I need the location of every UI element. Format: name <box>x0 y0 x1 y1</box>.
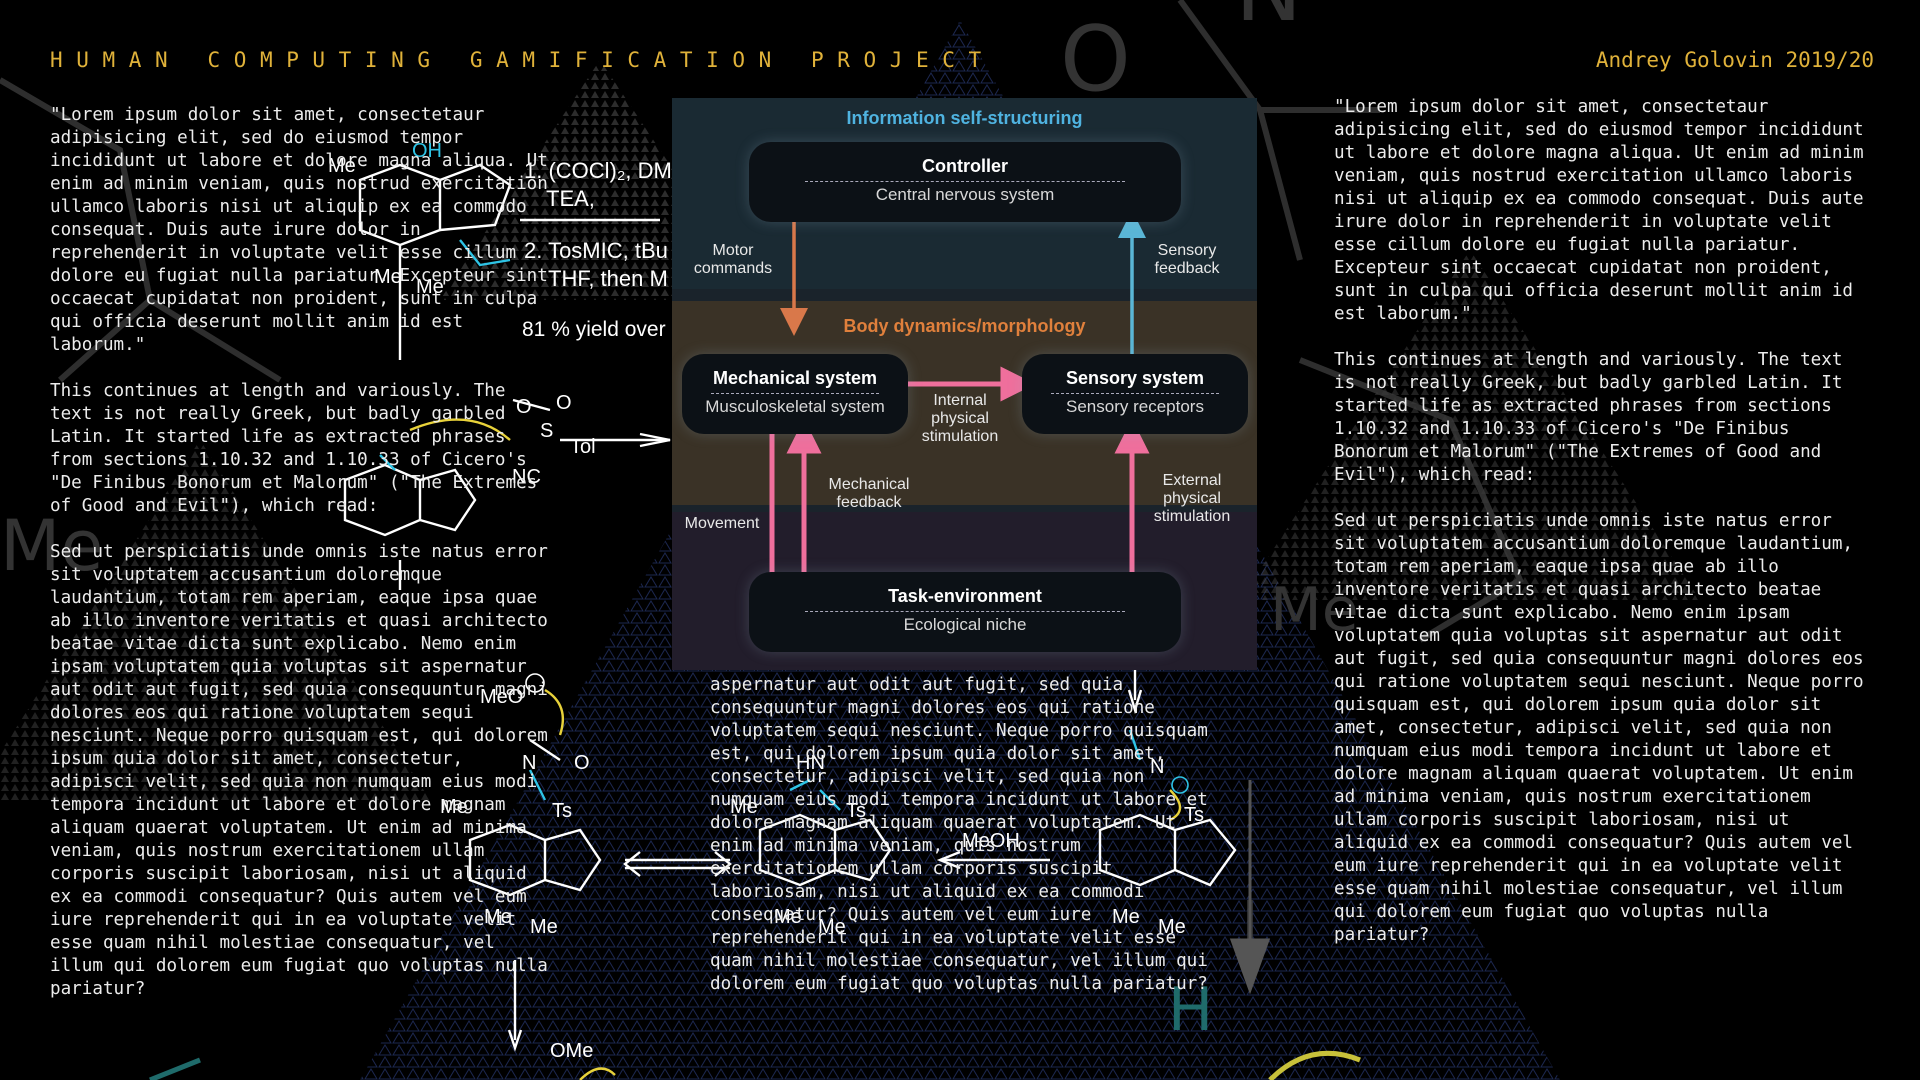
bg-letter-o: O <box>1060 7 1131 112</box>
svg-text:Me: Me <box>0 505 103 587</box>
text-column-left: "Lorem ipsum dolor sit amet, consectetau… <box>50 105 548 999</box>
task-environment-box: Task-environment Ecological niche <box>749 572 1181 652</box>
sensory-subtitle: Sensory receptors <box>1066 397 1204 416</box>
chem-ts-2: Ts <box>846 800 866 822</box>
sensory-title: Sensory system <box>1065 368 1205 388</box>
chem-s: S <box>540 420 554 442</box>
sierpinski-right <box>1240 250 1700 600</box>
movement-label: Movement <box>684 515 760 532</box>
chem-nc: NC <box>512 466 541 488</box>
chem-me-8: Me <box>774 906 802 928</box>
motor-commands-label: Motor commands <box>693 242 773 277</box>
controller-title: Controller <box>921 156 1008 176</box>
mechanical-subtitle: Musculoskeletal system <box>705 397 885 416</box>
mechanical-title: Mechanical system <box>712 368 878 388</box>
chem-me-7: Me <box>730 796 758 818</box>
reagent-step-1b: TEA, <box>546 186 595 211</box>
chem-o-1: O <box>516 396 532 418</box>
sensory-separator <box>1051 393 1219 394</box>
chem-me-9: Me <box>818 916 846 938</box>
chem-ome: OMe <box>550 1040 594 1062</box>
bg-arrow-head <box>1229 938 1271 995</box>
chem-hn: HN <box>796 752 825 774</box>
task-title: Task-environment <box>888 586 1042 606</box>
body-dynamics-label: Body dynamics/morphology <box>843 316 1086 336</box>
chem-me-11: Me <box>1158 916 1186 938</box>
task-subtitle: Ecological niche <box>903 615 1027 634</box>
chem-me-1: Me <box>328 155 356 177</box>
text-column-middle: aspernatur aut odit aut fugit, sed quia … <box>710 675 1208 994</box>
information-label: Information self-structuring <box>846 108 1083 128</box>
mechanical-separator <box>711 393 879 394</box>
reagent-step-1: 1. (COCl)₂, DM <box>524 158 672 183</box>
chem-me-4: Me <box>440 796 468 818</box>
text-column-right: "Lorem ipsum dolor sit amet, consectetau… <box>1334 97 1864 945</box>
sierpinski-left2 <box>0 440 430 800</box>
chem-me-5: Me <box>484 906 512 928</box>
mechanical-feedback-label: Mechanical feedback <box>828 476 910 511</box>
chem-tol: Tol <box>570 436 596 458</box>
page-title: HUMAN COMPUTING GAMIFICATION PROJECT <box>50 48 995 72</box>
chem-n-1: N <box>522 752 537 774</box>
chem-meo: MeO <box>480 686 524 708</box>
external-stimulation-label: External physical stimulation <box>1153 472 1231 525</box>
svg-text:Me: Me <box>1270 575 1359 645</box>
morphological-computation-diagram: Information self-structuring Body dynami… <box>672 98 1257 670</box>
chem-me-2: Me <box>374 266 402 288</box>
chem-meoh: MeOH <box>962 830 1020 852</box>
chem-o-3: O <box>574 752 590 774</box>
chem-ts-3: Ts <box>1184 804 1204 826</box>
bg-letter-h: H <box>1168 975 1213 1045</box>
author-date: Andrey Golovin 2019/20 <box>1595 48 1874 72</box>
mechanical-system-box: Mechanical system Musculoskeletal system <box>682 354 908 434</box>
bg-letter-n: N <box>1235 0 1302 42</box>
sensory-system-box: Sensory system Sensory receptors <box>1022 354 1248 434</box>
controller-subtitle: Central nervous system <box>875 185 1055 204</box>
chem-me-3: Me <box>416 276 444 298</box>
chem-me-10: Me <box>1112 906 1140 928</box>
task-separator <box>805 611 1125 612</box>
yield-label: 81 % yield over <box>522 318 666 341</box>
controller-box: Controller Central nervous system <box>749 142 1181 222</box>
chem-ts-1: Ts <box>552 800 572 822</box>
chem-o-2: O <box>556 392 572 414</box>
sensory-feedback-label: Sensory feedback <box>1154 242 1220 277</box>
reagent-step-2: 2. TosMIC, tBu <box>524 238 668 263</box>
controller-separator <box>805 181 1125 182</box>
chem-me-6: Me <box>530 916 558 938</box>
reagent-step-2b: THF, then M <box>548 266 668 291</box>
internal-stimulation-label: Internal physical stimulation <box>921 392 999 445</box>
chem-n-2: N <box>1150 756 1165 778</box>
chem-oh: OH <box>412 140 442 162</box>
